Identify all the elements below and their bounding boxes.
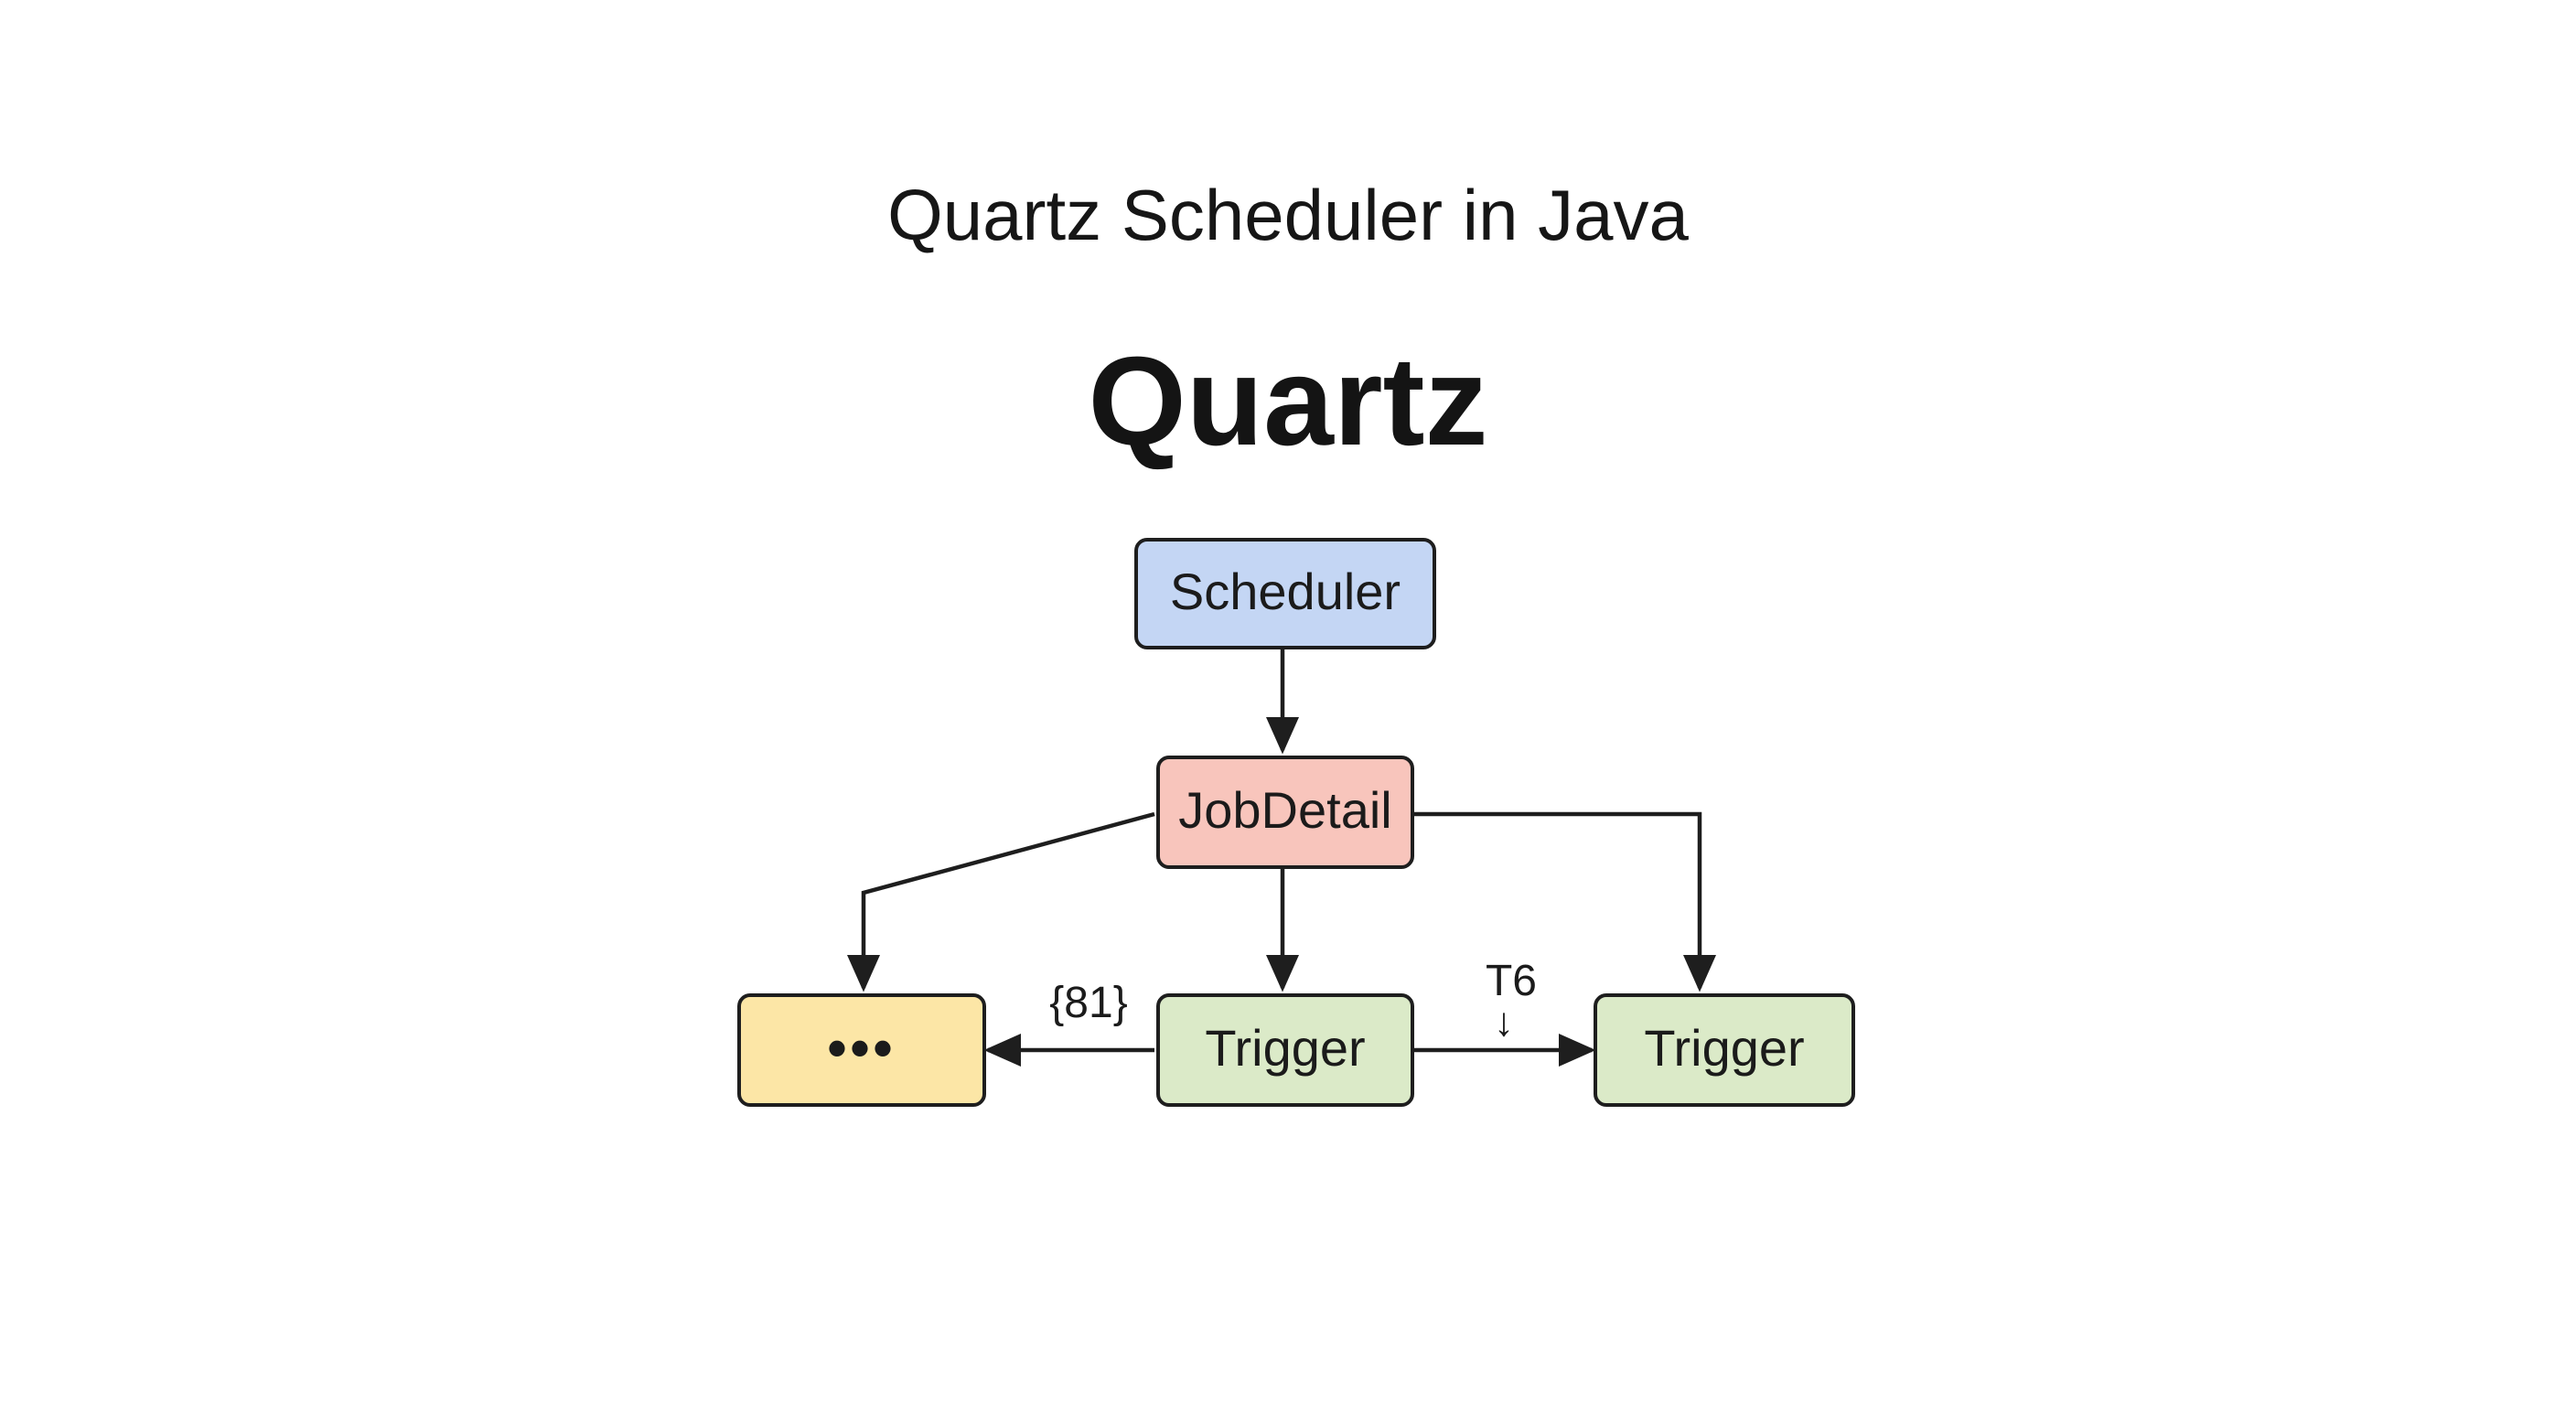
node-trigger-center: Trigger [1156,993,1414,1107]
node-scheduler-box [1134,538,1436,649]
node-trigger-center-label: Trigger [1205,1019,1365,1077]
edge-label-left: {81} [1049,979,1127,1027]
node-trigger-right: Trigger [1594,993,1855,1107]
diagram-subtitle: Quartz Scheduler in Java [887,175,1689,255]
node-trigger-center-box [1156,993,1414,1107]
node-jobdetail: JobDetail [1156,756,1414,869]
node-ellipsis-box [737,993,986,1107]
node-jobdetail-box [1156,756,1414,869]
down-arrow-icon: ↓ [1494,1000,1514,1045]
node-ellipsis-label: ••• [827,1017,896,1078]
node-scheduler-label: Scheduler [1170,563,1401,620]
node-jobdetail-label: JobDetail [1178,781,1391,839]
node-scheduler: Scheduler [1134,538,1436,649]
diagram-title: Quartz [1088,331,1488,472]
edge-label-right: T6 [1486,957,1537,1005]
edge-jobdetail-to-ellipsis [847,811,1155,992]
edge-jobdetail-to-trigger-right [1411,811,1716,992]
edges [847,646,1716,1067]
node-trigger-right-label: Trigger [1644,1019,1804,1077]
node-ellipsis: ••• [737,993,986,1107]
node-trigger-right-box [1594,993,1855,1107]
